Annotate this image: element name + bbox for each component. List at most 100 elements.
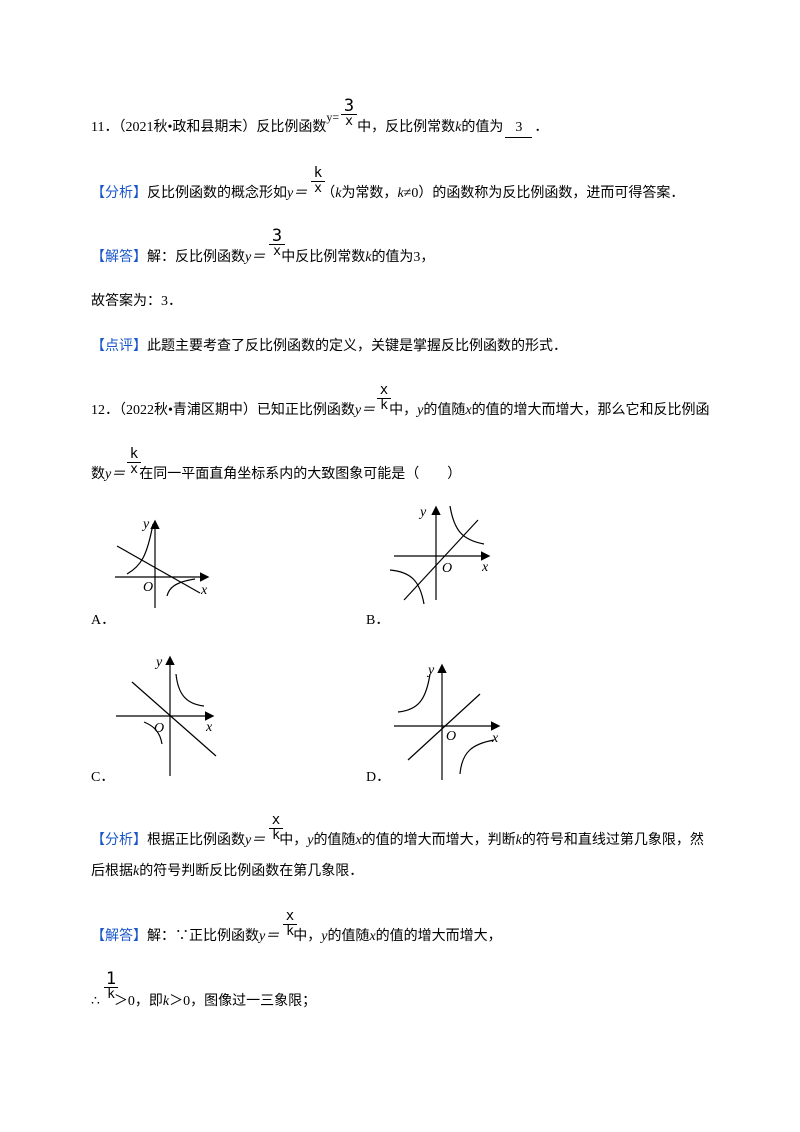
question-text: 在同一平面直角坐标系内的大致图象可能是（ ） xyxy=(139,467,462,482)
axis-label-x: x xyxy=(481,560,489,575)
axis-label-y: y xyxy=(154,655,163,670)
graph-option-b[interactable]: y x O xyxy=(388,500,518,610)
graph-option-a[interactable]: y x O xyxy=(105,510,235,610)
q12-fraction: x k xyxy=(377,382,391,413)
question-text: 中， xyxy=(389,403,418,418)
y-equals: y= xyxy=(326,110,340,124)
hyperbola-branch xyxy=(449,505,485,545)
variable-y: y xyxy=(417,403,424,418)
proportional-line xyxy=(403,519,479,601)
fraction-denominator: x xyxy=(345,114,353,129)
fraction-numerator: x xyxy=(285,908,295,924)
option-c-label[interactable]: C． xyxy=(91,770,115,785)
proportional-line xyxy=(407,693,481,761)
analysis-text: 为常数， xyxy=(341,186,398,201)
fraction-bar xyxy=(283,924,297,925)
variable-k: k xyxy=(455,120,462,135)
q12-analysis-line1: 【分析】根据正比例函数y＝中，y的值随x的值的增大而增大，判断k的符号和直线过第… xyxy=(91,832,704,850)
origin-label: O xyxy=(446,729,456,744)
analysis-text: （ xyxy=(321,186,336,201)
fraction-bar xyxy=(104,987,118,988)
axis-label-x: x xyxy=(491,731,499,746)
q12-line2: 数y＝ 在同一平面直角坐标系内的大致图象可能是（ ） xyxy=(91,466,461,484)
y-equals: y＝ xyxy=(287,186,308,201)
q11-solution: 【解答】解：反比例函数y＝中反比例常数k的值为3， xyxy=(91,249,434,267)
answer-blank: 3 xyxy=(505,119,533,138)
variable-x: x xyxy=(369,929,376,944)
fraction-denominator: k xyxy=(286,924,294,939)
solution-text: 的值随 xyxy=(327,929,370,944)
fraction-denominator: x xyxy=(314,181,322,196)
q11-comment: 【点评】此题主要考查了反比例函数的定义，关键是掌握反比例函数的形式． xyxy=(91,338,567,356)
graph-option-d[interactable]: y x O xyxy=(390,660,520,780)
analysis-text: 的符号判断反比例函数在第几象限． xyxy=(139,864,364,879)
question-number: 12． xyxy=(91,403,119,418)
therefore-symbol: ∴ xyxy=(91,994,100,1009)
y-equals: y＝ xyxy=(354,403,376,418)
analysis-text: 的值的增大而增大，判断 xyxy=(361,833,516,848)
analysis-text: 反比例函数的概念形如 xyxy=(147,186,287,201)
question-text: 的值随 xyxy=(423,403,466,418)
option-a-label[interactable]: A． xyxy=(91,613,116,628)
solution-text: 解：∵正比例函数 xyxy=(147,929,259,944)
solution-text: 中反比例常数 xyxy=(281,250,366,265)
fraction-numerator: k xyxy=(313,165,323,181)
hyperbola-branch xyxy=(175,673,205,707)
analysis-tag: 【分析】 xyxy=(91,186,147,201)
fraction-numerator: x xyxy=(271,812,281,828)
y-equals: y＝ xyxy=(245,833,266,848)
y-equals: y＝ xyxy=(245,250,266,265)
fraction-denominator: k xyxy=(272,828,280,843)
hyperbola-branch xyxy=(459,739,495,775)
q12-solution-fraction-2: 1 k xyxy=(104,971,118,1002)
hyperbola-branch xyxy=(389,569,425,605)
solution-text: ＞0，即 xyxy=(113,994,163,1009)
variable-k: k xyxy=(162,994,170,1009)
graph-option-c[interactable]: y x O xyxy=(110,652,240,777)
variable-x: x xyxy=(465,403,472,418)
solution-text: 解：反比例函数 xyxy=(147,250,245,265)
q12-line2-fraction: k x xyxy=(127,446,141,477)
fraction-denominator: x xyxy=(273,244,281,259)
hyperbola-branch xyxy=(166,578,196,597)
q12-solution-line1: 【解答】解：∵正比例函数y＝中，y的值随x的值的增大而增大， xyxy=(91,928,502,946)
q12-solution-line2: ∴＞0，即k＞0，图像过一三象限； xyxy=(91,993,316,1011)
q11-analysis: 【分析】反比例函数的概念形如y＝（k为常数，k≠0）的函数称为反比例函数，进而可… xyxy=(91,185,684,203)
variable-k: k xyxy=(133,864,140,879)
fraction-numerator: k xyxy=(129,446,139,462)
fraction-bar xyxy=(311,181,325,182)
fraction-denominator: x xyxy=(130,462,138,477)
question-text: （2022秋•青浦区期中）已知正比例函数 xyxy=(119,403,355,418)
solution-text: 的值的增大而增大， xyxy=(375,929,502,944)
question-text: 中，反比例常数 xyxy=(357,120,456,135)
hyperbola-branch xyxy=(143,721,163,745)
y-equals: y＝ xyxy=(105,467,126,482)
hyperbola-branch xyxy=(126,523,154,575)
analysis-text: 后根据 xyxy=(91,864,133,879)
option-b-label[interactable]: B． xyxy=(366,613,390,628)
option-d-label[interactable]: D． xyxy=(366,770,391,785)
fraction-denominator: k xyxy=(107,987,115,1002)
origin-label: O xyxy=(154,721,164,736)
axis-label-x: x xyxy=(200,583,208,598)
comment-text: 此题主要考查了反比例函数的定义，关键是掌握反比例函数的形式． xyxy=(147,339,567,354)
question-text: 的值为 xyxy=(461,120,504,135)
axis-label-x: x xyxy=(205,720,213,735)
analysis-tag: 【分析】 xyxy=(91,833,147,848)
question-text: ． xyxy=(534,120,549,135)
origin-label: O xyxy=(143,580,153,595)
analysis-text: 根据正比例函数 xyxy=(147,833,245,848)
fraction-bar xyxy=(341,114,357,115)
question-text: 数 xyxy=(91,467,105,482)
solution-text: 中， xyxy=(293,929,322,944)
fraction-denominator: k xyxy=(380,398,388,413)
variable-k: k xyxy=(397,186,404,201)
q12-line1: 12．（2022秋•青浦区期中）已知正比例函数y＝ 中，y的值随x的值的增大而增大… xyxy=(91,402,710,420)
analysis-text: ≠0）的函数称为反比例函数，进而可得答案． xyxy=(403,186,685,201)
fraction-bar xyxy=(127,462,141,463)
fraction-bar xyxy=(269,244,285,245)
q12-analysis-line2: 后根据k的符号判断反比例函数在第几象限． xyxy=(91,863,363,881)
question-number: 11． xyxy=(91,120,119,135)
question-text: 的值的增大而增大，那么它和反比例函 xyxy=(471,403,710,418)
